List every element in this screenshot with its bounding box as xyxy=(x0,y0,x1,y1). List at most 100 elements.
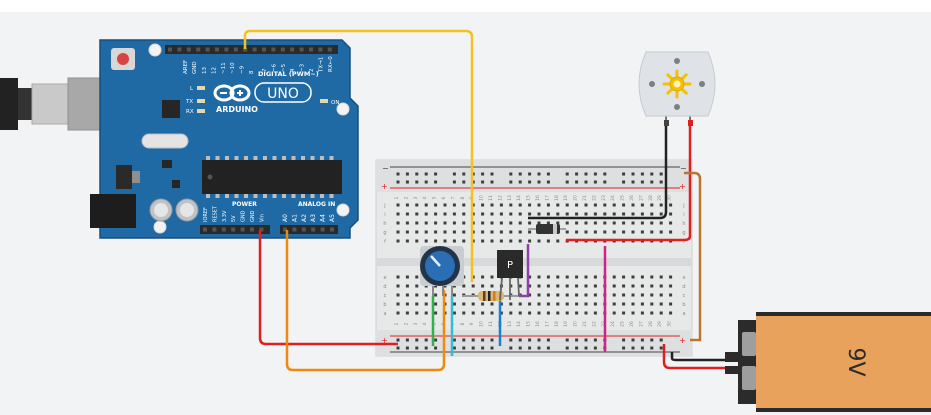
breadboard-hole[interactable] xyxy=(415,346,419,350)
breadboard-hole[interactable] xyxy=(631,203,635,207)
breadboard-hole[interactable] xyxy=(575,203,579,207)
breadboard-hole[interactable] xyxy=(452,172,456,176)
dc-motor[interactable] xyxy=(638,51,716,126)
breadboard-hole[interactable] xyxy=(659,203,663,207)
breadboard-hole[interactable] xyxy=(509,338,513,342)
breadboard-hole[interactable] xyxy=(481,338,485,342)
breadboard-hole[interactable] xyxy=(499,203,503,207)
breadboard-hole[interactable] xyxy=(405,338,409,342)
breadboard-hole[interactable] xyxy=(396,180,400,184)
breadboard-hole[interactable] xyxy=(584,302,588,306)
breadboard-hole[interactable] xyxy=(575,311,579,315)
breadboard-hole[interactable] xyxy=(415,212,419,216)
breadboard-hole[interactable] xyxy=(481,203,485,207)
breadboard-hole[interactable] xyxy=(490,221,494,225)
breadboard-hole[interactable] xyxy=(490,239,494,243)
breadboard-hole[interactable] xyxy=(405,302,409,306)
breadboard-hole[interactable] xyxy=(509,239,513,243)
breadboard-hole[interactable] xyxy=(537,302,541,306)
breadboard-hole[interactable] xyxy=(631,172,635,176)
breadboard-hole[interactable] xyxy=(443,212,447,216)
breadboard-hole[interactable] xyxy=(659,284,663,288)
breadboard-hole[interactable] xyxy=(462,221,466,225)
breadboard-hole[interactable] xyxy=(490,203,494,207)
breadboard-hole[interactable] xyxy=(424,293,428,297)
breadboard-hole[interactable] xyxy=(650,293,654,297)
wire-red-battery[interactable] xyxy=(662,344,725,370)
breadboard-hole[interactable] xyxy=(424,302,428,306)
resistor[interactable] xyxy=(462,291,519,301)
breadboard-hole[interactable] xyxy=(462,311,466,315)
breadboard-hole[interactable] xyxy=(565,221,569,225)
breadboard-hole[interactable] xyxy=(575,275,579,279)
breadboard-hole[interactable] xyxy=(593,230,597,234)
breadboard-hole[interactable] xyxy=(650,346,654,350)
breadboard-hole[interactable] xyxy=(640,230,644,234)
breadboard-hole[interactable] xyxy=(462,230,466,234)
breadboard-hole[interactable] xyxy=(612,275,616,279)
wire-black-battery[interactable] xyxy=(670,352,725,362)
breadboard-hole[interactable] xyxy=(537,239,541,243)
breadboard-hole[interactable] xyxy=(537,338,541,342)
breadboard-hole[interactable] xyxy=(640,302,644,306)
reset-button-cap[interactable] xyxy=(117,53,129,65)
breadboard-hole[interactable] xyxy=(424,212,428,216)
breadboard-hole[interactable] xyxy=(405,275,409,279)
breadboard-hole[interactable] xyxy=(593,203,597,207)
breadboard-hole[interactable] xyxy=(452,239,456,243)
breadboard-hole[interactable] xyxy=(640,338,644,342)
breadboard-hole[interactable] xyxy=(490,180,494,184)
breadboard-hole[interactable] xyxy=(528,338,532,342)
breadboard-hole[interactable] xyxy=(584,230,588,234)
breadboard-hole[interactable] xyxy=(565,230,569,234)
breadboard-hole[interactable] xyxy=(622,346,626,350)
breadboard-hole[interactable] xyxy=(556,293,560,297)
breadboard-hole[interactable] xyxy=(546,221,550,225)
breadboard-hole[interactable] xyxy=(575,212,579,216)
breadboard-hole[interactable] xyxy=(565,212,569,216)
breadboard-hole[interactable] xyxy=(537,311,541,315)
breadboard-hole[interactable] xyxy=(640,293,644,297)
breadboard-hole[interactable] xyxy=(405,172,409,176)
breadboard-hole[interactable] xyxy=(622,212,626,216)
breadboard-hole[interactable] xyxy=(593,302,597,306)
breadboard-hole[interactable] xyxy=(462,284,466,288)
breadboard-hole[interactable] xyxy=(434,212,438,216)
breadboard-hole[interactable] xyxy=(546,346,550,350)
breadboard-hole[interactable] xyxy=(593,311,597,315)
breadboard-hole[interactable] xyxy=(612,311,616,315)
breadboard-hole[interactable] xyxy=(584,338,588,342)
breadboard-hole[interactable] xyxy=(622,230,626,234)
breadboard-hole[interactable] xyxy=(481,212,485,216)
breadboard-hole[interactable] xyxy=(415,311,419,315)
breadboard-hole[interactable] xyxy=(490,172,494,176)
breadboard-hole[interactable] xyxy=(546,180,550,184)
breadboard-hole[interactable] xyxy=(452,293,456,297)
breadboard-hole[interactable] xyxy=(669,293,673,297)
breadboard-hole[interactable] xyxy=(565,302,569,306)
breadboard-hole[interactable] xyxy=(509,230,513,234)
breadboard-hole[interactable] xyxy=(405,239,409,243)
breadboard-hole[interactable] xyxy=(528,221,532,225)
breadboard-hole[interactable] xyxy=(405,311,409,315)
breadboard-hole[interactable] xyxy=(622,293,626,297)
breadboard-hole[interactable] xyxy=(434,230,438,234)
breadboard-hole[interactable] xyxy=(396,172,400,176)
breadboard-hole[interactable] xyxy=(612,230,616,234)
breadboard-hole[interactable] xyxy=(593,212,597,216)
breadboard-hole[interactable] xyxy=(509,203,513,207)
breadboard-hole[interactable] xyxy=(631,311,635,315)
breadboard-hole[interactable] xyxy=(575,221,579,225)
breadboard-hole[interactable] xyxy=(396,302,400,306)
breadboard-hole[interactable] xyxy=(518,239,522,243)
breadboard-hole[interactable] xyxy=(546,172,550,176)
breadboard-hole[interactable] xyxy=(434,302,438,306)
breadboard-hole[interactable] xyxy=(640,180,644,184)
breadboard-hole[interactable] xyxy=(396,338,400,342)
breadboard-hole[interactable] xyxy=(415,230,419,234)
breadboard-hole[interactable] xyxy=(537,180,541,184)
wire-orange-a0[interactable] xyxy=(285,230,446,372)
breadboard-hole[interactable] xyxy=(424,346,428,350)
breadboard-hole[interactable] xyxy=(565,284,569,288)
breadboard-hole[interactable] xyxy=(490,311,494,315)
